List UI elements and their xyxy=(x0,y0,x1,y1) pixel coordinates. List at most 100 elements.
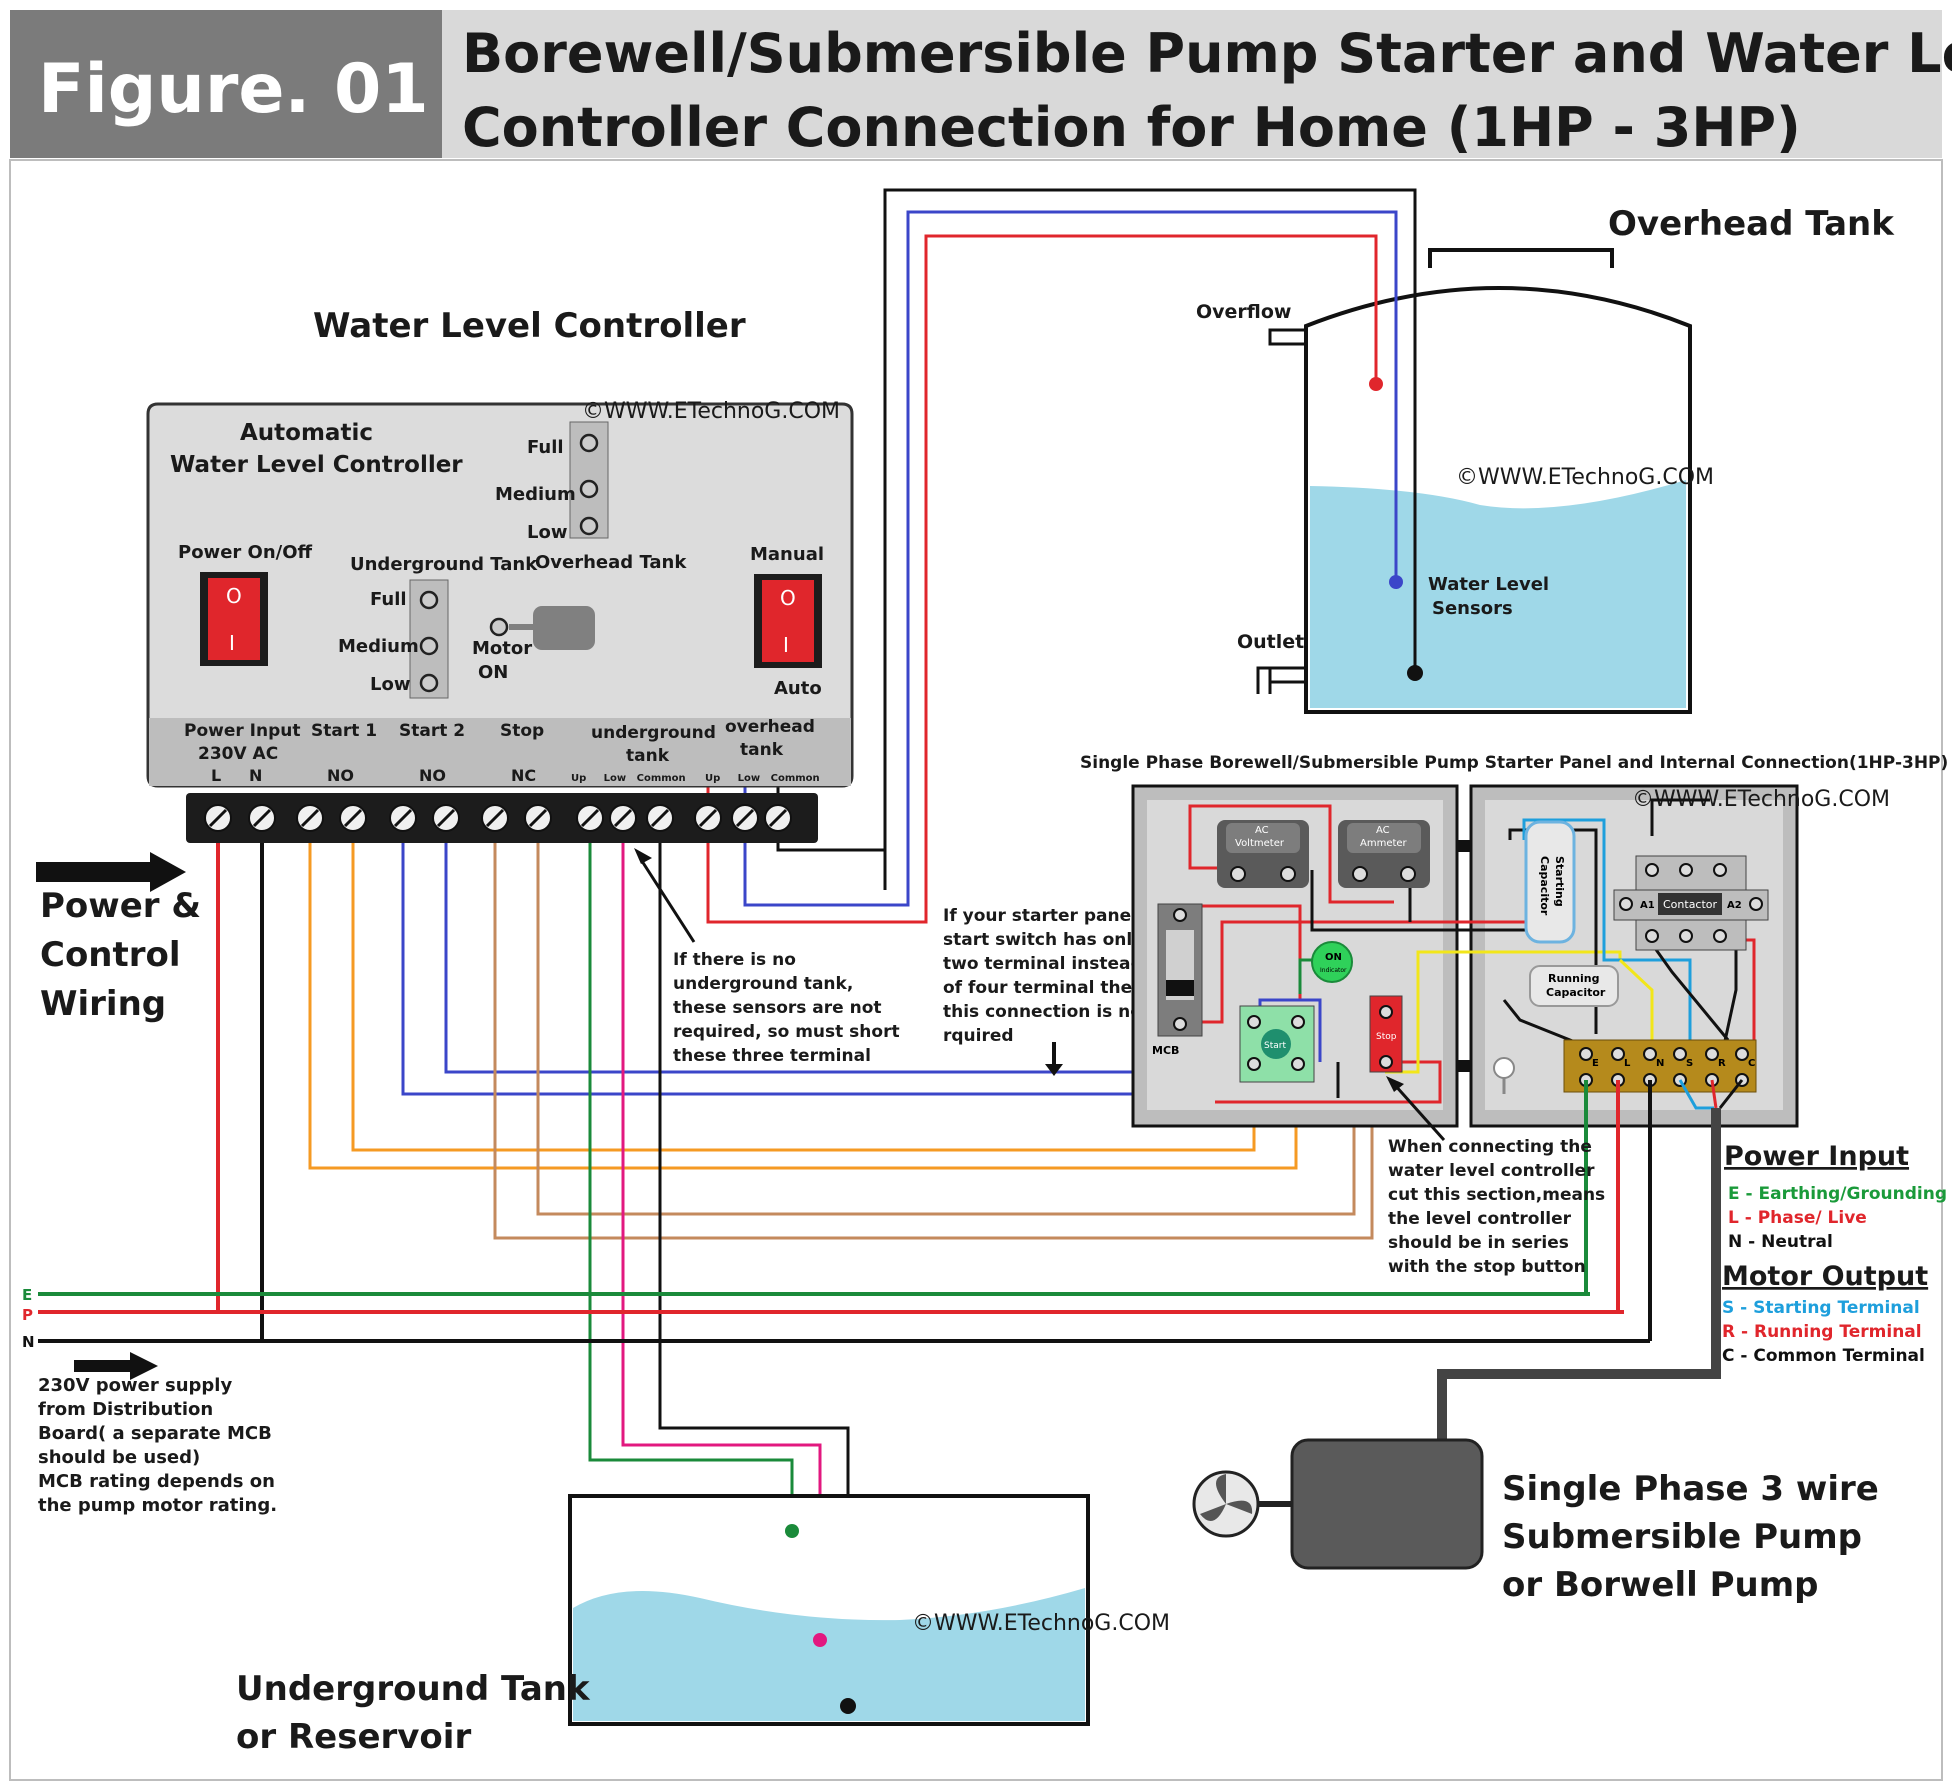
pump-label-3: or Borwell Pump xyxy=(1502,1565,1819,1605)
mcb-lever[interactable] xyxy=(1166,980,1194,996)
note-pointer-series xyxy=(1392,1083,1446,1141)
legend-motor-c: C - Common Terminal xyxy=(1722,1346,1925,1366)
legend-power-live: L - Phase/ Live xyxy=(1728,1208,1867,1228)
overhead-tank-title: Overhead Tank xyxy=(1608,204,1895,244)
supply-note-line: Board( a separate MCB xyxy=(38,1423,272,1444)
underground-led-medium xyxy=(419,636,439,656)
terminal-screw-slot xyxy=(528,808,548,828)
overhead-sensors-label-1: Water Level xyxy=(1428,574,1549,595)
contactor-terminal xyxy=(1679,863,1693,877)
wire-output-c xyxy=(1718,1079,1744,1109)
underground-tank-leds-label: Underground Tank xyxy=(350,554,538,575)
wire-output-s xyxy=(1678,1079,1714,1110)
terminal-label-overhead-2: tank xyxy=(740,740,784,760)
stop-button-label: Stop xyxy=(1376,1032,1397,1042)
output-terminal-screw-top[interactable] xyxy=(1705,1047,1719,1061)
contactor-a2-terminal xyxy=(1749,897,1763,911)
output-terminal-screw-top[interactable] xyxy=(1673,1047,1687,1061)
ac-voltmeter-label-1: AC xyxy=(1255,825,1269,836)
legend-power-earth: E - Earthing/Grounding xyxy=(1728,1184,1947,1204)
output-terminal-screw-top[interactable] xyxy=(1643,1047,1657,1061)
ac-ammeter-terminal xyxy=(1400,866,1416,882)
wire-right-cyan xyxy=(1522,818,1692,1060)
wire-overhead-up xyxy=(706,234,1378,924)
output-terminal-label: E xyxy=(1592,1058,1599,1069)
ac-voltmeter-terminal xyxy=(1230,866,1246,882)
legend-motor-s: S - Starting Terminal xyxy=(1722,1298,1920,1318)
terminal-sub-power: L N xyxy=(211,766,262,785)
note-line: two terminal instead xyxy=(943,954,1143,974)
terminal-label-start2: Start 2 xyxy=(399,721,465,741)
manual-auto-switch-rocker[interactable] xyxy=(762,580,814,662)
terminal-separator xyxy=(467,796,469,840)
terminal-separator xyxy=(329,796,331,840)
figure-border xyxy=(9,159,1943,1781)
controller-terminal-screws xyxy=(204,796,792,840)
power-control-arrow xyxy=(36,852,186,892)
note-line: the level controller xyxy=(1388,1209,1572,1229)
note-pointer-underground xyxy=(638,857,696,943)
underground-led-low xyxy=(419,673,439,693)
contactor-terminal xyxy=(1713,929,1727,943)
output-terminal-strip xyxy=(1563,1039,1757,1093)
figure-label-box xyxy=(10,10,442,158)
on-indicator-label-1: ON xyxy=(1325,952,1342,963)
power-switch-label: Power On/Off xyxy=(178,542,313,563)
on-indicator xyxy=(1311,941,1353,983)
wire-output-r xyxy=(1710,1079,1718,1109)
contactor-terminal xyxy=(1679,929,1693,943)
start-button-label: Start xyxy=(1264,1041,1286,1051)
overhead-led-low xyxy=(579,516,599,536)
ac-ammeter-terminal xyxy=(1352,866,1368,882)
supply-note: 230V power supply from Distribution Boar… xyxy=(38,1375,277,1516)
terminal-separator xyxy=(515,796,517,840)
output-terminal-label: N xyxy=(1656,1058,1664,1069)
terminal-sub-overhead: Up Low Common xyxy=(705,773,820,784)
wire-panel-red-4 xyxy=(1215,1060,1442,1104)
output-terminal-label: R xyxy=(1718,1058,1726,1069)
output-terminal-screw-top[interactable] xyxy=(1735,1047,1749,1061)
output-terminal-screw-top[interactable] xyxy=(1611,1047,1625,1061)
overflow-label: Overflow xyxy=(1196,301,1291,323)
start-terminal xyxy=(1291,1015,1305,1029)
underground-led-full-label: Full xyxy=(370,589,407,610)
mcb-terminal-bottom xyxy=(1173,1017,1187,1031)
ac-ammeter-label-1: AC xyxy=(1376,825,1390,836)
start-button[interactable] xyxy=(1261,1029,1291,1059)
terminal-label-stop: Stop xyxy=(500,721,544,741)
note-pointer-underground-head xyxy=(634,848,652,864)
start-terminal xyxy=(1247,1015,1261,1029)
power-switch-off-symbol: I xyxy=(229,631,235,655)
figure-label: Figure. 01 xyxy=(38,50,429,129)
watermark-overhead: ©WWW.ETechnoG.COM xyxy=(1456,465,1714,490)
note-line: If your starter panel xyxy=(943,906,1137,926)
pump-impeller-blades xyxy=(1200,1474,1253,1522)
contactor-terminal xyxy=(1645,929,1659,943)
overhead-led-full-label: Full xyxy=(527,437,564,458)
motor-on-label-1: Motor xyxy=(472,638,532,659)
legend-power-title: Power Input xyxy=(1724,1141,1909,1172)
terminal-screw-slot xyxy=(485,808,505,828)
terminal-separator xyxy=(283,796,285,840)
power-control-label-1: Power & xyxy=(40,886,201,926)
pump-label-2: Submersible Pump xyxy=(1502,1517,1862,1557)
note-line: with the stop button xyxy=(1388,1257,1586,1277)
supply-note-line: should be used) xyxy=(38,1447,200,1468)
starting-capacitor-label-1: Starting xyxy=(1553,856,1566,907)
power-switch-rocker[interactable] xyxy=(208,578,260,660)
output-terminal-screw-top[interactable] xyxy=(1579,1047,1593,1061)
terminal-screw-slot xyxy=(613,808,633,828)
stop-terminal[interactable] xyxy=(1379,1055,1393,1069)
watermark-controller: ©WWW.ETechnoG.COM xyxy=(582,399,840,424)
earth-bolt-icon xyxy=(1493,1057,1515,1079)
stop-terminal xyxy=(1379,1005,1393,1019)
output-terminal-label: C xyxy=(1748,1058,1755,1069)
motor-on-led xyxy=(489,617,509,637)
wire-panel-black-2 xyxy=(1310,870,1538,932)
terminal-separator xyxy=(562,796,564,840)
overhead-sensors-label-2: Sensors xyxy=(1432,598,1513,619)
terminal-screw-slot xyxy=(300,808,320,828)
terminal-label-start1: Start 1 xyxy=(311,721,377,741)
terminal-separator xyxy=(687,796,689,840)
output-terminal-label: S xyxy=(1686,1058,1693,1069)
